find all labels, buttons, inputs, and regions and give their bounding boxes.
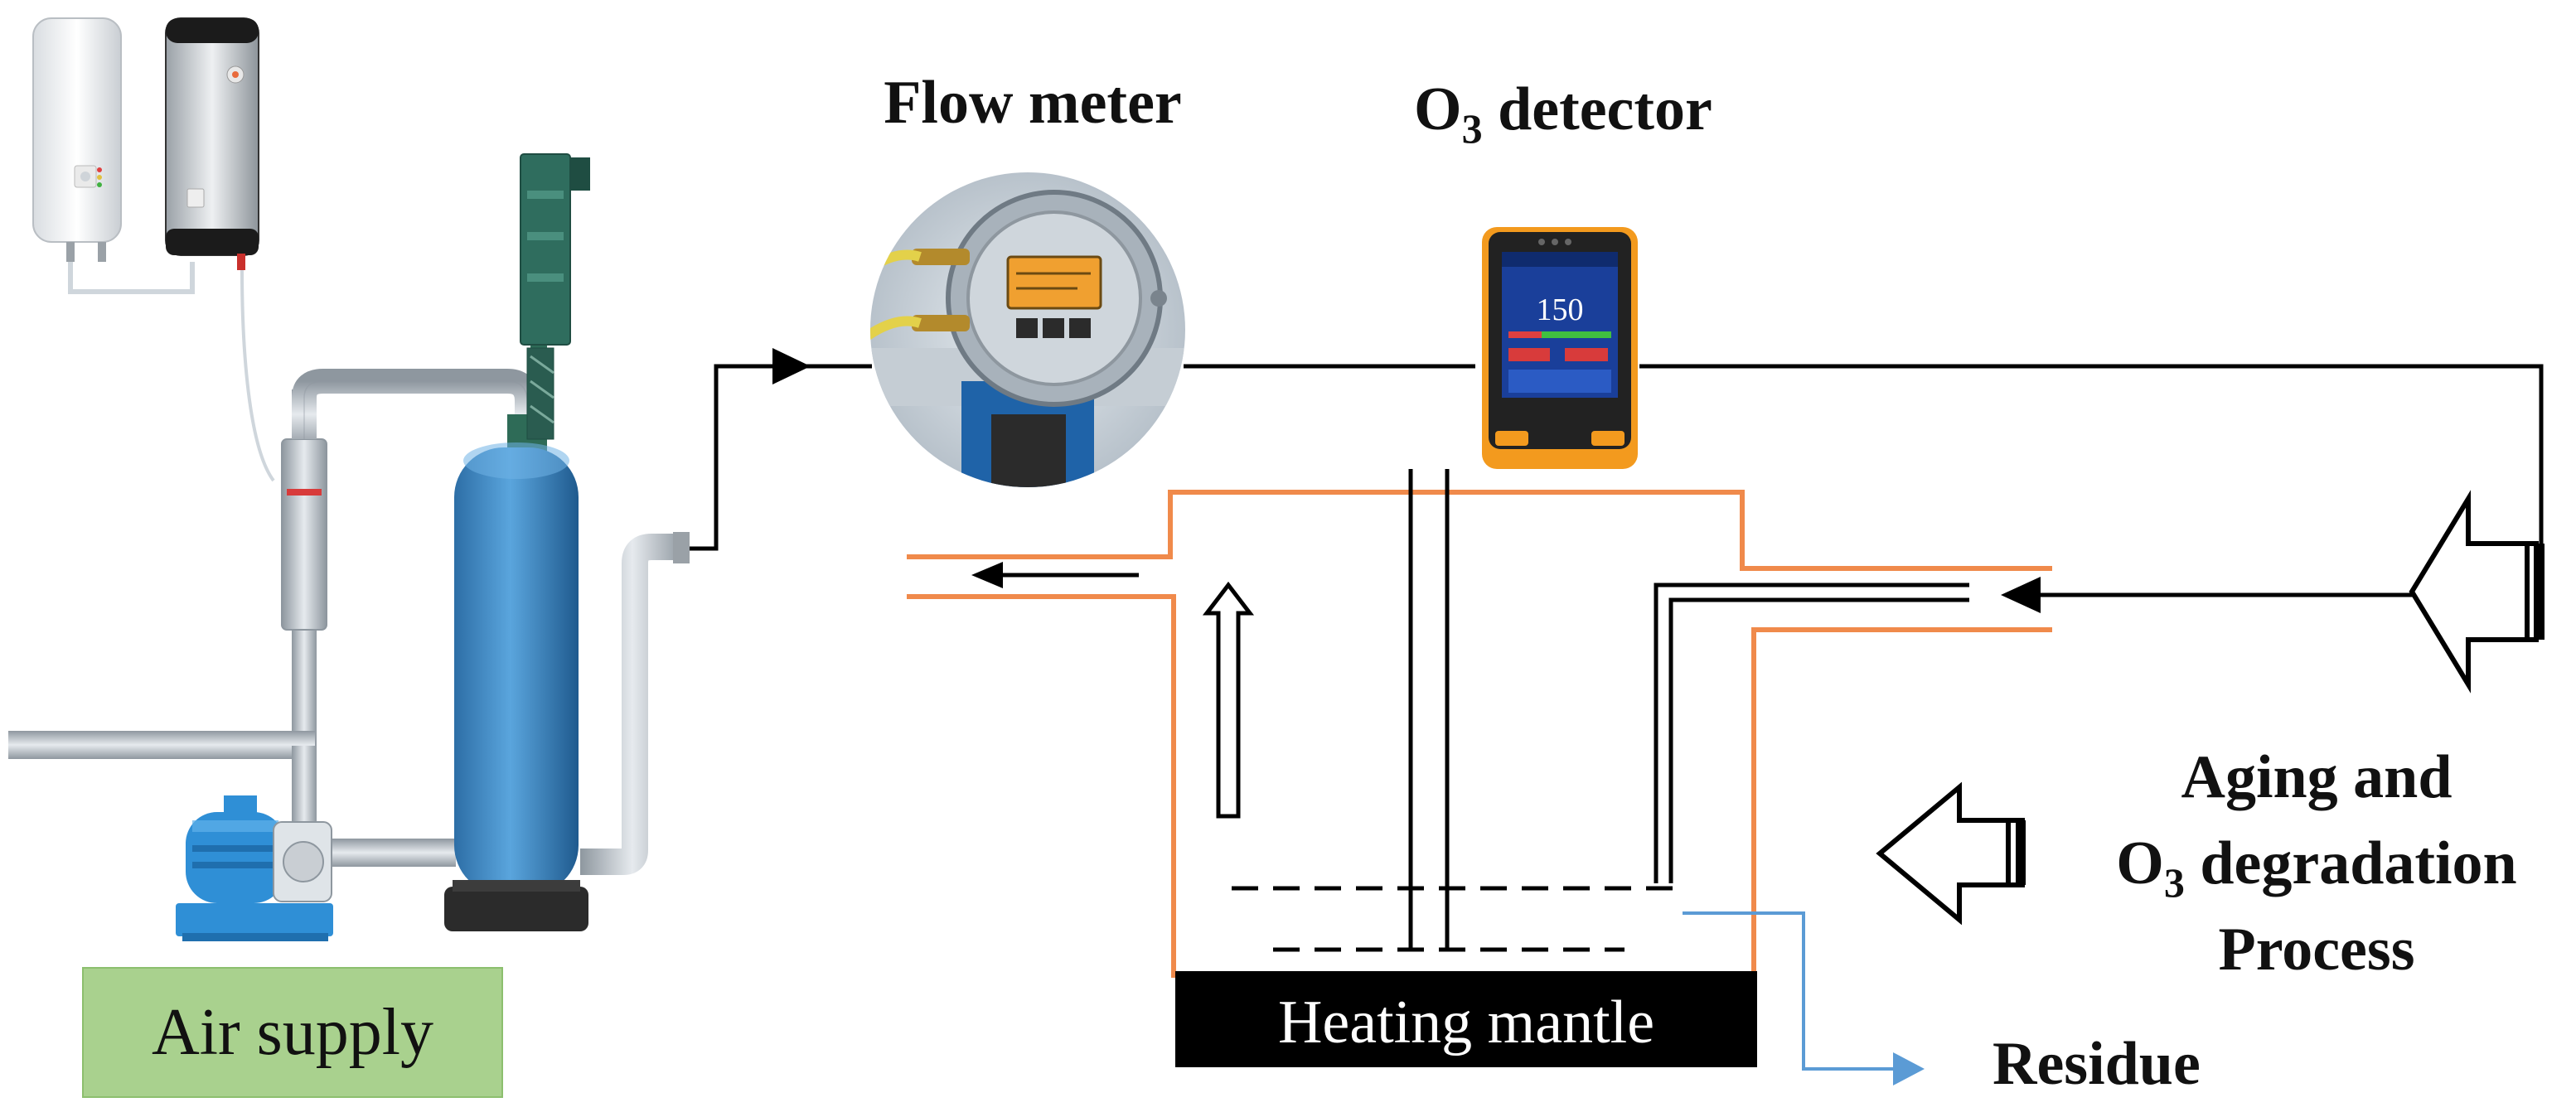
o3-detector-label: O3 detector	[1414, 75, 1712, 152]
residue-line	[1683, 911, 1925, 1085]
svg-text:O3 degradation: O3 degradation	[2116, 829, 2516, 906]
reactor-vessel	[907, 490, 2052, 978]
heating-mantle-label: Heating mantle	[1278, 989, 1654, 1056]
heating-mantle: Heating mantle	[1175, 971, 1757, 1067]
ozone-generator-controller	[520, 153, 590, 440]
svg-text:Process: Process	[2219, 916, 2415, 984]
gas-cylinder-white	[32, 17, 122, 262]
gas-cylinder-dark	[165, 17, 259, 270]
o3-detector-device: 150	[1482, 227, 1638, 469]
air-pump	[176, 795, 333, 941]
reactor-internals	[971, 469, 1969, 952]
blue-tank	[444, 414, 588, 931]
filter-housing	[281, 438, 327, 631]
svg-text:Aging and: Aging and	[2181, 743, 2453, 811]
inlet-arrow-left-icon	[2001, 577, 2041, 613]
residue-label: Residue	[1993, 1030, 2201, 1098]
flow-meter-label: Flow meter	[884, 69, 1182, 137]
flow-arrow-right-icon	[772, 348, 811, 384]
outlet-arrow-left-icon	[971, 562, 1003, 588]
air-supply-label-box: Air supply	[82, 967, 503, 1098]
residue-arrow-icon	[1893, 1052, 1925, 1085]
air-supply-label: Air supply	[152, 996, 433, 1069]
aging-process-label: Aging and O3 degradation Process	[2116, 743, 2516, 984]
detector-reading: 150	[1537, 293, 1584, 327]
big-hollow-arrow-middle	[1876, 781, 2026, 926]
flow-meter-photo	[870, 172, 1185, 487]
big-hollow-arrow-right	[2409, 490, 2545, 694]
air-supply-equipment	[8, 17, 690, 941]
rising-gas-arrow-icon	[1202, 581, 1255, 819]
